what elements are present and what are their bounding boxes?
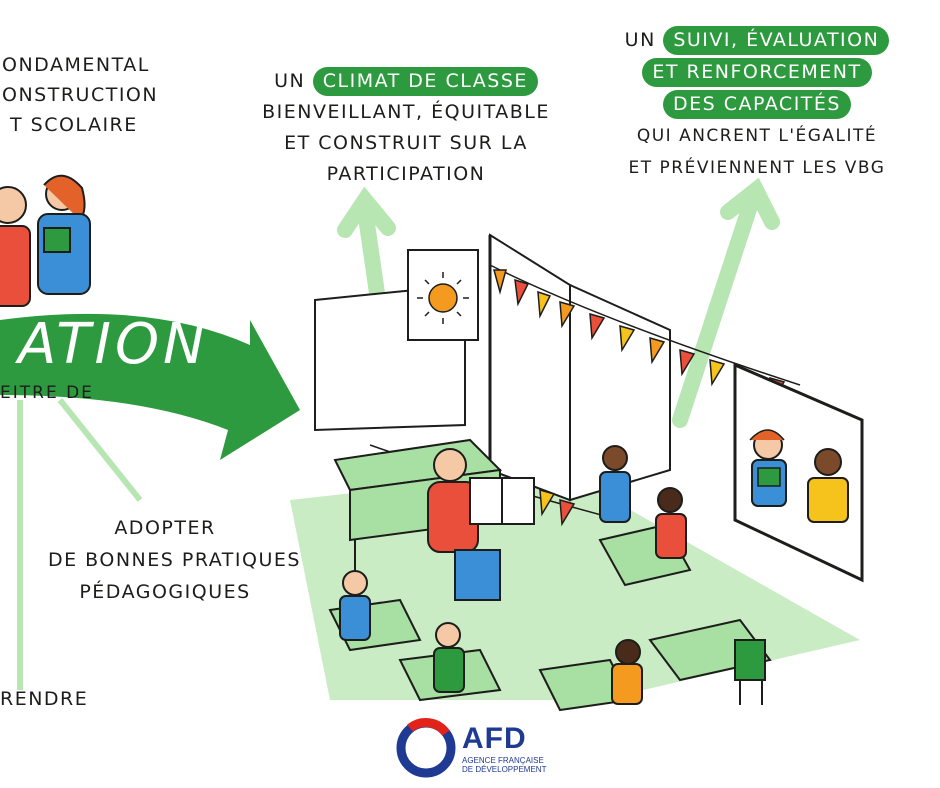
arrow-band-word: ATION <box>18 312 209 377</box>
growth-arrows <box>337 177 780 428</box>
window-scene <box>733 362 864 583</box>
suivi-text: UN SUIVI, ÉVALUATION ET RENFORCEMENT DES… <box>608 24 906 184</box>
afd-logo-mark <box>396 718 456 778</box>
sun-poster <box>407 249 479 341</box>
afd-logo-subtitle: AGENCE FRANÇAISE DE DÉVELOPPEMENT <box>462 756 546 774</box>
suivi-highlight2: ET RENFORCEMENT <box>642 58 872 87</box>
suivi-highlight3: DES CAPACITÉS <box>663 90 851 119</box>
climat-line2: BIENVEILLANT, ÉQUITABLE <box>262 101 550 123</box>
pratiques-line1: ADOPTER <box>114 517 216 539</box>
pratiques-line2: DE BONNES PRATIQUES <box>48 549 301 571</box>
suivi-line4: QUI ANCRENT L'ÉGALITÉ <box>636 126 878 146</box>
pratiques-line3: PÉDAGOGIQUES <box>79 581 251 603</box>
students <box>339 445 687 705</box>
climat-prefix: UN <box>274 70 306 92</box>
top-left-line2: ONSTRUCTION <box>2 84 159 106</box>
chair <box>734 639 766 705</box>
afd-logo-sub1: AGENCE FRANÇAISE <box>462 756 544 765</box>
suivi-prefix: UN <box>624 29 656 51</box>
suivi-line5: ET PRÉVIENNENT LES VBG <box>628 158 886 178</box>
teachers-left <box>0 174 91 307</box>
suivi-highlight1: SUIVI, ÉVALUATION <box>663 26 890 55</box>
top-left-text: ONDAMENTAL ONSTRUCTION T SCOLAIRE <box>2 50 158 140</box>
pratiques-text: ADOPTER DE BONNES PRATIQUES PÉDAGOGIQUES <box>48 512 301 608</box>
classroom-walls <box>488 233 671 502</box>
climat-text: UN CLIMAT DE CLASSE BIENVEILLANT, ÉQUITA… <box>246 66 566 190</box>
main-green-arrow <box>0 313 300 460</box>
afd-logo-name: AFD <box>462 722 527 755</box>
teacher-reading <box>427 448 535 601</box>
connector-lines <box>17 398 143 690</box>
top-left-line1: ONDAMENTAL <box>2 54 150 76</box>
climat-line3: ET CONSTRUIT SUR LA <box>284 132 528 154</box>
top-left-line3: T SCOLAIRE <box>10 114 138 136</box>
afd-logo-sub2: DE DÉVELOPPEMENT <box>462 765 547 774</box>
climat-line4: PARTICIPATION <box>326 163 486 185</box>
arrow-band-subword: EITRE DE <box>0 383 94 403</box>
climat-highlight: CLIMAT DE CLASSE <box>312 67 538 96</box>
afd-logo: AFD AGENCE FRANÇAISE DE DÉVELOPPEMENT <box>396 716 556 780</box>
bottom-left-text: RENDRE <box>0 688 89 710</box>
student-desks <box>328 523 772 712</box>
